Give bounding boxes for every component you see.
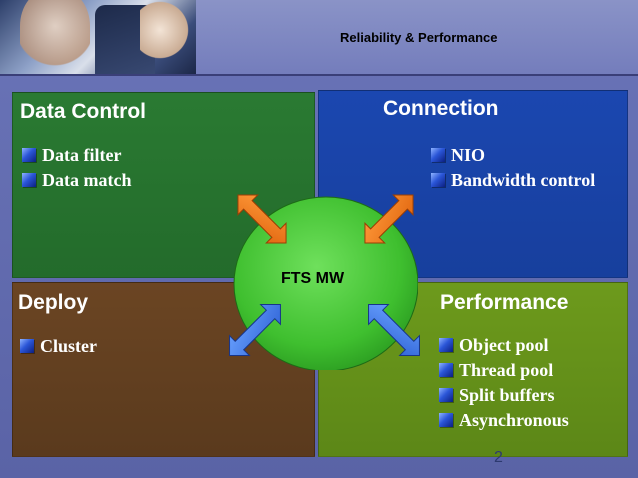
list-item: Split buffers <box>439 383 569 408</box>
deploy-title: Deploy <box>18 291 89 314</box>
double-arrow-icon <box>237 194 287 244</box>
list-item: Thread pool <box>439 358 569 383</box>
header-divider <box>0 74 638 76</box>
performance-list: Object pool Thread pool Split buffers As… <box>439 333 569 433</box>
data-control-list: Data filter Data match <box>22 143 131 193</box>
bullet-square-icon <box>22 148 36 162</box>
data-control-title: Data Control <box>20 100 146 123</box>
double-arrow-icon <box>368 304 420 356</box>
connection-list: NIO Bandwidth control <box>431 143 595 193</box>
bullet-square-icon <box>439 338 453 352</box>
header-band <box>196 0 638 74</box>
list-item: NIO <box>431 143 595 168</box>
slide-header-title: Reliability & Performance <box>340 30 498 45</box>
bullet-square-icon <box>22 173 36 187</box>
bullet-square-icon <box>20 339 34 353</box>
list-item: Bandwidth control <box>431 168 595 193</box>
connection-title: Connection <box>383 97 499 120</box>
deploy-list: Cluster <box>20 334 97 359</box>
list-item: Data filter <box>22 143 131 168</box>
photo-header-image <box>0 0 196 74</box>
list-item: Object pool <box>439 333 569 358</box>
bullet-square-icon <box>431 148 445 162</box>
bullet-square-icon <box>439 388 453 402</box>
bullet-square-icon <box>431 173 445 187</box>
hub-label: FTS MW <box>281 270 345 287</box>
performance-title: Performance <box>440 291 569 314</box>
bullet-square-icon <box>439 413 453 427</box>
double-arrow-icon <box>229 304 281 356</box>
bullet-square-icon <box>439 363 453 377</box>
list-item: Data match <box>22 168 131 193</box>
list-item: Asynchronous <box>439 408 569 433</box>
page-number: 2 <box>494 449 503 466</box>
double-arrow-icon <box>364 194 414 244</box>
list-item: Cluster <box>20 334 97 359</box>
